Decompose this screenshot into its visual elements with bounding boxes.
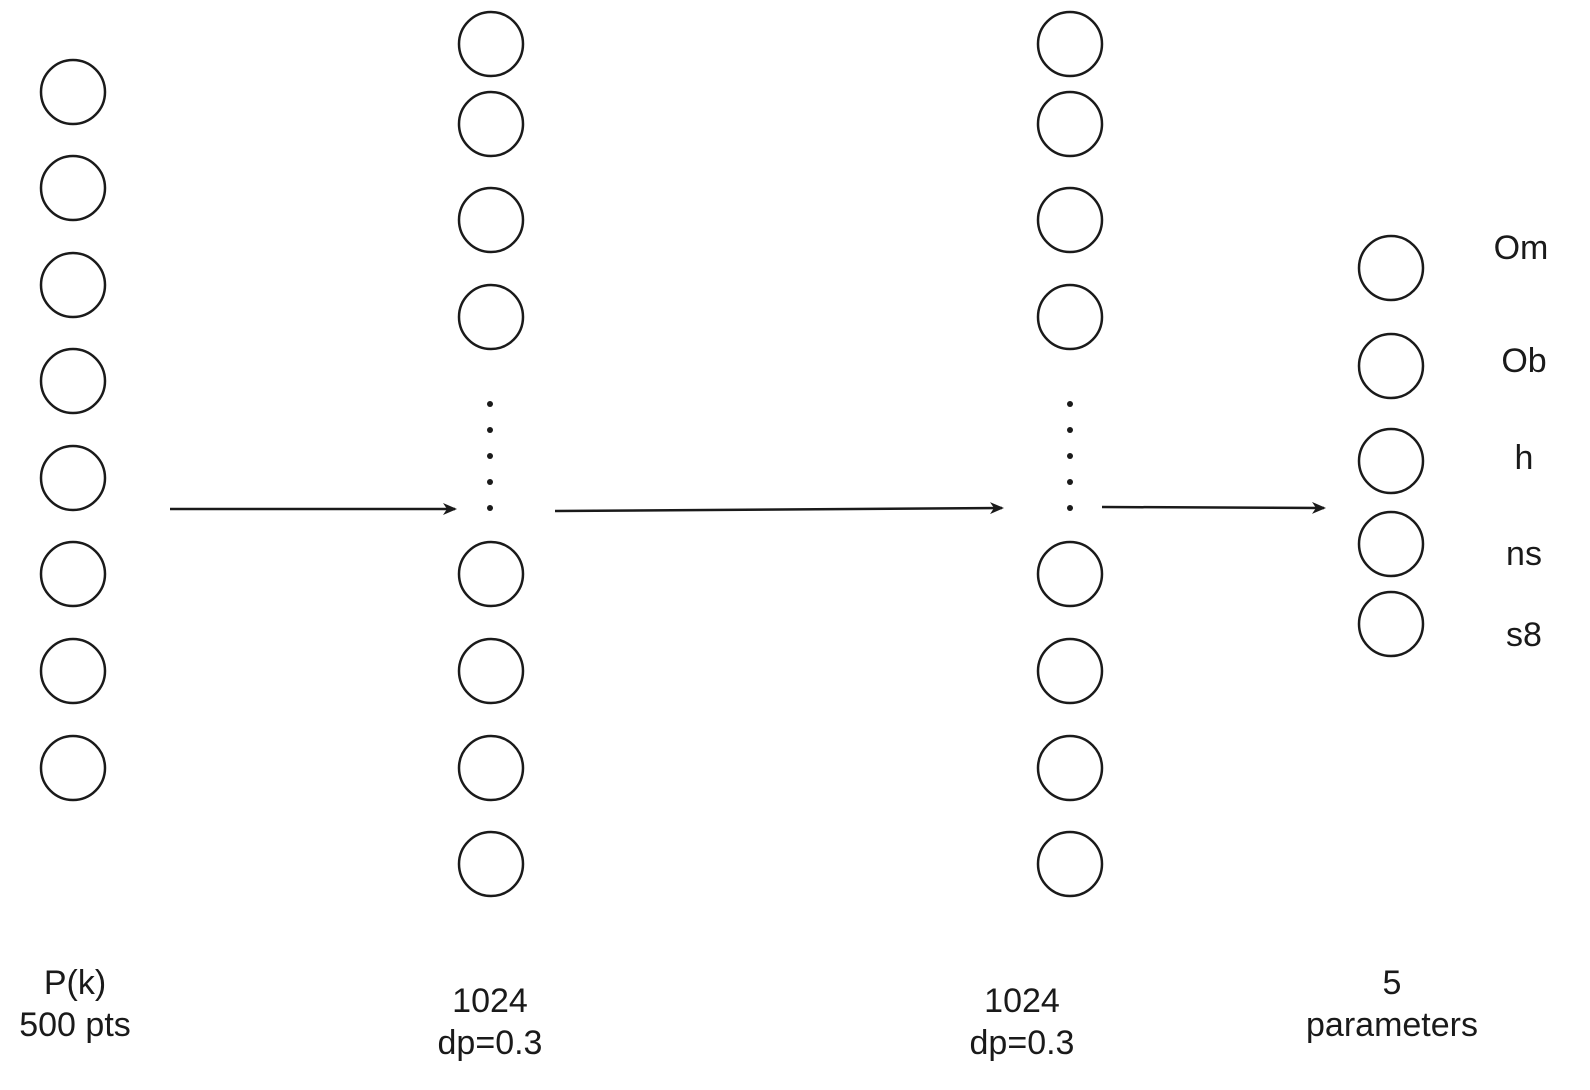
output-param-label: s8 — [1506, 616, 1542, 654]
output-param-label: Om — [1493, 229, 1549, 267]
hidden-layer-1-units: 1024 — [452, 982, 528, 1020]
hidden-2-ellipsis-dot — [1067, 453, 1073, 459]
output-layer-label: 5 parameters — [1292, 962, 1492, 1046]
input-node — [39, 251, 107, 319]
input-node — [39, 154, 107, 222]
output-node — [1357, 590, 1425, 658]
hidden-1-ellipsis-dot — [487, 401, 493, 407]
output-param-label: ns — [1506, 535, 1542, 573]
output-node — [1357, 510, 1425, 578]
hidden-2-ellipsis-dot — [1067, 427, 1073, 433]
hidden-2-node — [1036, 186, 1104, 254]
input-node — [39, 347, 107, 415]
hidden-1-node — [457, 90, 525, 158]
hidden-1-node — [457, 637, 525, 705]
hidden-2-node — [1036, 540, 1104, 608]
hidden-layer-2-units: 1024 — [984, 982, 1060, 1020]
input-node — [39, 637, 107, 705]
output-param-label: h — [1514, 439, 1534, 477]
output-layer-count: 5 — [1382, 964, 1402, 1002]
output-node — [1357, 332, 1425, 400]
hidden-1-node — [457, 830, 525, 898]
hidden-1-ellipsis-dot — [487, 453, 493, 459]
hidden-2-node — [1036, 10, 1104, 78]
hidden-2-ellipsis-dot — [1067, 479, 1073, 485]
hidden-2-node — [1036, 283, 1104, 351]
input-node — [39, 734, 107, 802]
hidden-layer-1-dropout: dp=0.3 — [437, 1024, 543, 1062]
hidden-1-node — [457, 540, 525, 608]
hidden-1-node — [457, 734, 525, 802]
input-node — [39, 540, 107, 608]
arrow-hidden1-to-hidden2 — [554, 502, 1004, 515]
hidden-1-node — [457, 283, 525, 351]
output-node — [1357, 234, 1425, 302]
input-layer-title: P(k) — [43, 964, 107, 1002]
input-node — [39, 444, 107, 512]
output-layer-caption: parameters — [1306, 1006, 1478, 1044]
hidden-1-node — [457, 186, 525, 254]
hidden-2-node — [1036, 90, 1104, 158]
hidden-layer-1-label: 1024 dp=0.3 — [415, 980, 565, 1064]
hidden-2-node — [1036, 734, 1104, 802]
hidden-1-ellipsis-dot — [487, 479, 493, 485]
input-node — [39, 58, 107, 126]
hidden-1-node — [457, 10, 525, 78]
hidden-layer-2-dropout: dp=0.3 — [969, 1024, 1075, 1062]
hidden-2-ellipsis-dot — [1067, 505, 1073, 511]
input-layer-label: P(k) 500 pts — [0, 962, 150, 1046]
output-node — [1357, 427, 1425, 495]
hidden-2-ellipsis-dot — [1067, 401, 1073, 407]
arrow-hidden2-to-output — [1101, 501, 1326, 514]
hidden-1-ellipsis-dot — [487, 427, 493, 433]
hidden-2-node — [1036, 830, 1104, 898]
output-param-label: Ob — [1501, 342, 1547, 380]
input-layer-size: 500 pts — [19, 1006, 131, 1044]
hidden-layer-2-label: 1024 dp=0.3 — [947, 980, 1097, 1064]
hidden-2-node — [1036, 637, 1104, 705]
hidden-1-ellipsis-dot — [487, 505, 493, 511]
